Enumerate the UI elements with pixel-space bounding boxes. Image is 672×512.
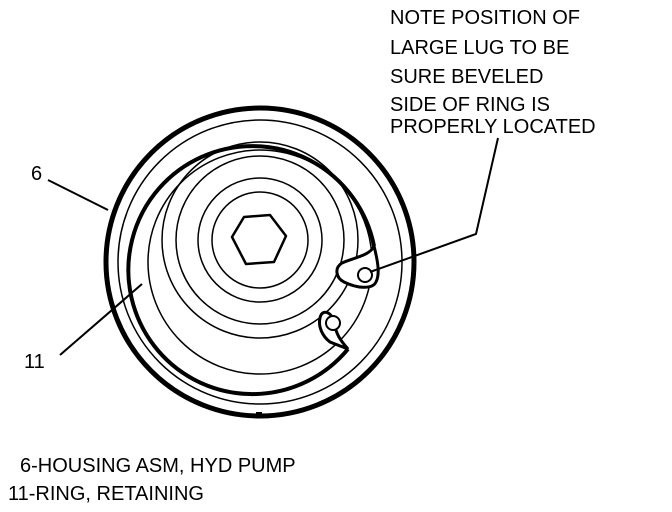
note-line-1: NOTE POSITION OF	[390, 7, 580, 29]
bearing-ring-outer	[161, 141, 359, 339]
hex-shaft	[230, 213, 288, 266]
note-line-3: SURE BEVELED	[390, 66, 543, 88]
large-lug-hole	[357, 267, 373, 283]
small-lug-hole	[325, 315, 341, 331]
legend-item-ring: 11-RING, RETAINING	[8, 483, 204, 505]
note-line-5: PROPERLY LOCATED	[390, 116, 596, 138]
retaining-ring	[126, 144, 376, 397]
housing-inner-rim	[117, 119, 403, 405]
housing-leader-line	[47, 179, 109, 211]
callout-housing: 6	[31, 163, 42, 185]
note-line-4: SIDE OF RING IS	[390, 94, 550, 116]
note-line-2: LARGE LUG TO BE	[390, 37, 569, 59]
bearing-ring-inner	[197, 177, 323, 303]
shaft-hub	[211, 191, 309, 289]
legend-item-housing: 6-HOUSING ASM, HYD PUMP	[20, 455, 296, 477]
callout-ring: 11	[24, 351, 45, 373]
note-leader-line	[369, 137, 499, 273]
ring-leader-line	[59, 283, 143, 356]
bearing-ring-middle	[175, 155, 345, 325]
